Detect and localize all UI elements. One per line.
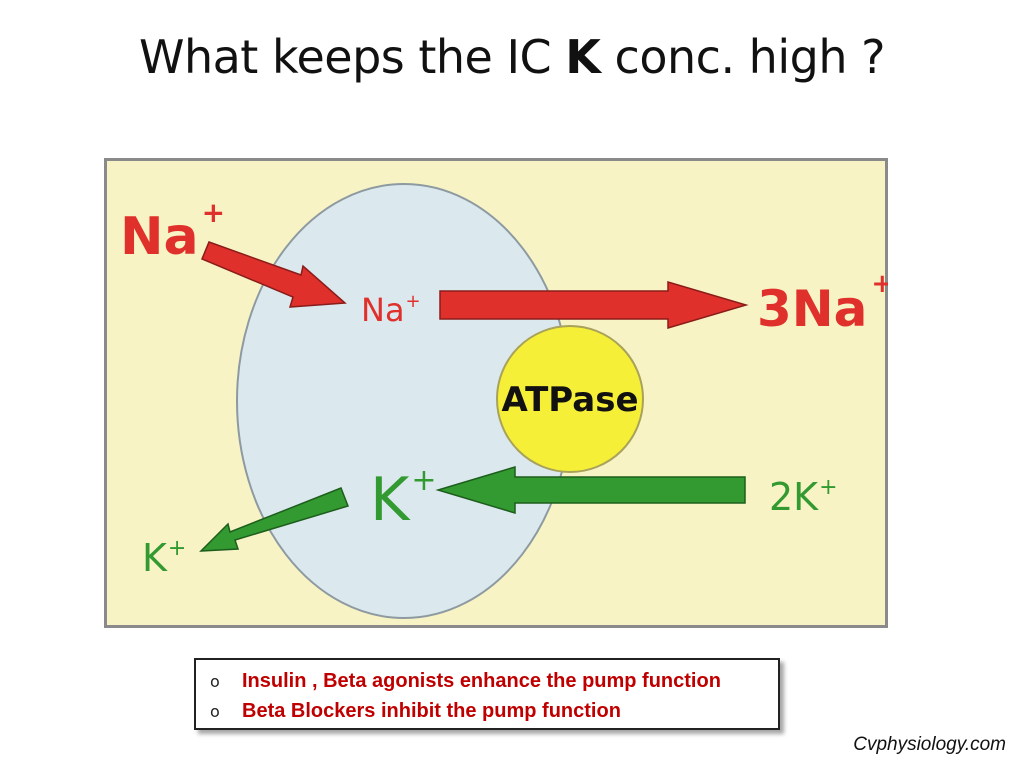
sodium-inside-charge: + [406, 291, 421, 312]
sodium-out-count-label: 3Na+ [757, 269, 888, 338]
potassium-leak-symbol: K [142, 536, 168, 580]
atpase-pump [496, 325, 644, 473]
potassium-inside-symbol: K [370, 465, 411, 535]
potassium-entry-arrow [435, 465, 746, 515]
note-item: o Beta Blockers inhibit the pump functio… [206, 696, 778, 726]
title-text-end: conc. high ? [600, 30, 886, 84]
slide-title: What keeps the IC K conc. high ? [0, 30, 1024, 84]
potassium-leak-charge: + [168, 536, 186, 561]
note-text: Insulin , Beta agonists enhance the pump… [242, 669, 721, 692]
source-credit: Cvphysiology.com [853, 734, 1006, 755]
sodium-inside-label: Na+ [361, 291, 421, 329]
potassium-in-charge: + [819, 475, 837, 500]
sodium-out-count: 3Na [757, 280, 867, 338]
sodium-outside-symbol: Na [120, 207, 199, 267]
potassium-inside-label: K+ [370, 463, 437, 535]
atpase-label: ATPase [501, 380, 638, 420]
sodium-outside-label: Na+ [120, 196, 225, 267]
bullet-icon: o [210, 671, 220, 691]
note-item: o Insulin , Beta agonists enhance the pu… [206, 666, 778, 696]
notes-box: o Insulin , Beta agonists enhance the pu… [194, 658, 780, 730]
sodium-outside-charge: + [202, 196, 225, 229]
sodium-out-charge: + [871, 269, 888, 299]
bullet-icon: o [210, 701, 220, 721]
sodium-entry-arrow [201, 241, 347, 308]
title-text-start: What keeps the IC [138, 30, 566, 84]
potassium-leak-label: K+ [142, 536, 186, 580]
sodium-exit-arrow [439, 280, 749, 330]
potassium-in-count-label: 2K+ [769, 475, 838, 519]
title-bold-k: K [565, 30, 601, 84]
sodium-inside-symbol: Na [361, 291, 405, 329]
potassium-inside-charge: + [411, 463, 436, 498]
sodium-potassium-pump-diagram: ATPase Na+ Na+ 3Na+ 2K+ K+ K+ [104, 158, 888, 628]
potassium-in-count: 2K [769, 475, 819, 519]
note-text: Beta Blockers inhibit the pump function [242, 699, 621, 722]
potassium-leak-arrow [199, 487, 349, 552]
